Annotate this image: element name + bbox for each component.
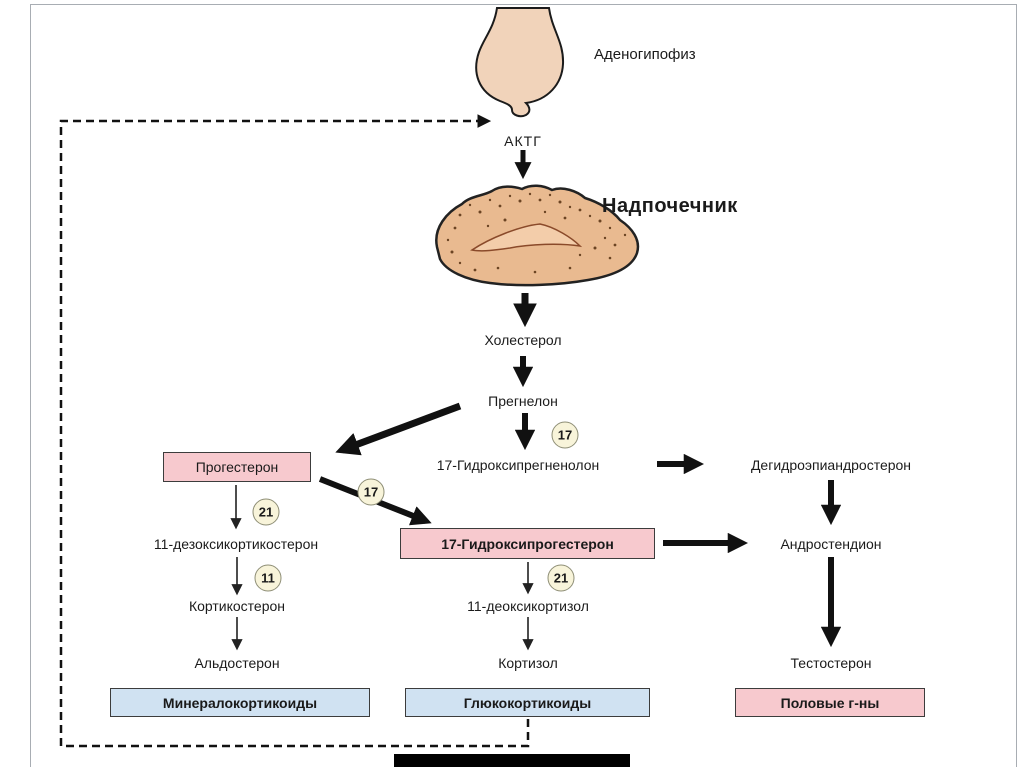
hydroxyprogesterone-box: 17-Гидроксипрогестерон: [400, 528, 655, 559]
enzyme-21-progesterone: 21: [252, 498, 280, 526]
androstenedione-label: Андростендион: [780, 536, 882, 552]
pregnenolone-label: Прегнелон: [488, 393, 558, 409]
enzyme-21-cortisol: 21: [547, 564, 575, 592]
acth-label: АКТГ: [504, 133, 542, 149]
enzyme-17-pregnenolone: 17: [551, 421, 579, 449]
sex-hormones-box: Половые г-ны: [735, 688, 925, 717]
adrenal-speckles: [446, 192, 627, 274]
deoxycorticosterone-label: 11-дезоксикортикостерон: [153, 536, 319, 552]
mineralocorticoids-box: Минералокортикоиды: [110, 688, 370, 717]
pituitary-gland-shape: [475, 7, 565, 118]
corticosterone-label: Кортикостерон: [188, 598, 286, 614]
thin-arrows: [230, 485, 534, 651]
aldosterone-label: Альдостерон: [194, 655, 280, 671]
adrenal-medulla-shape: [470, 223, 583, 252]
deoxycortisol-label: 11-деоксикортизол: [467, 598, 589, 614]
dhea-label: Дегидроэпиандростерон: [750, 457, 912, 473]
enzyme-11-corticosterone: 11: [254, 564, 282, 592]
adenohypophysis-label: Аденогипофиз: [594, 46, 696, 63]
cholesterol-label: Холестерол: [484, 332, 562, 348]
feedback-loop-dashed-arrow: [59, 114, 530, 748]
hydroxypregnenolone-label: 17-Гидроксипрегненолон: [436, 457, 600, 473]
enzyme-17-progesterone: 17: [357, 478, 385, 506]
testosterone-label: Тестостерон: [790, 655, 872, 671]
adrenal-label: Надпочечник: [602, 195, 738, 217]
bottom-black-bar: [394, 754, 630, 767]
cortisol-label: Кортизол: [498, 655, 558, 671]
glucocorticoids-box: Глюкокортикоиды: [405, 688, 650, 717]
progesterone-box: Прогестерон: [163, 452, 311, 482]
